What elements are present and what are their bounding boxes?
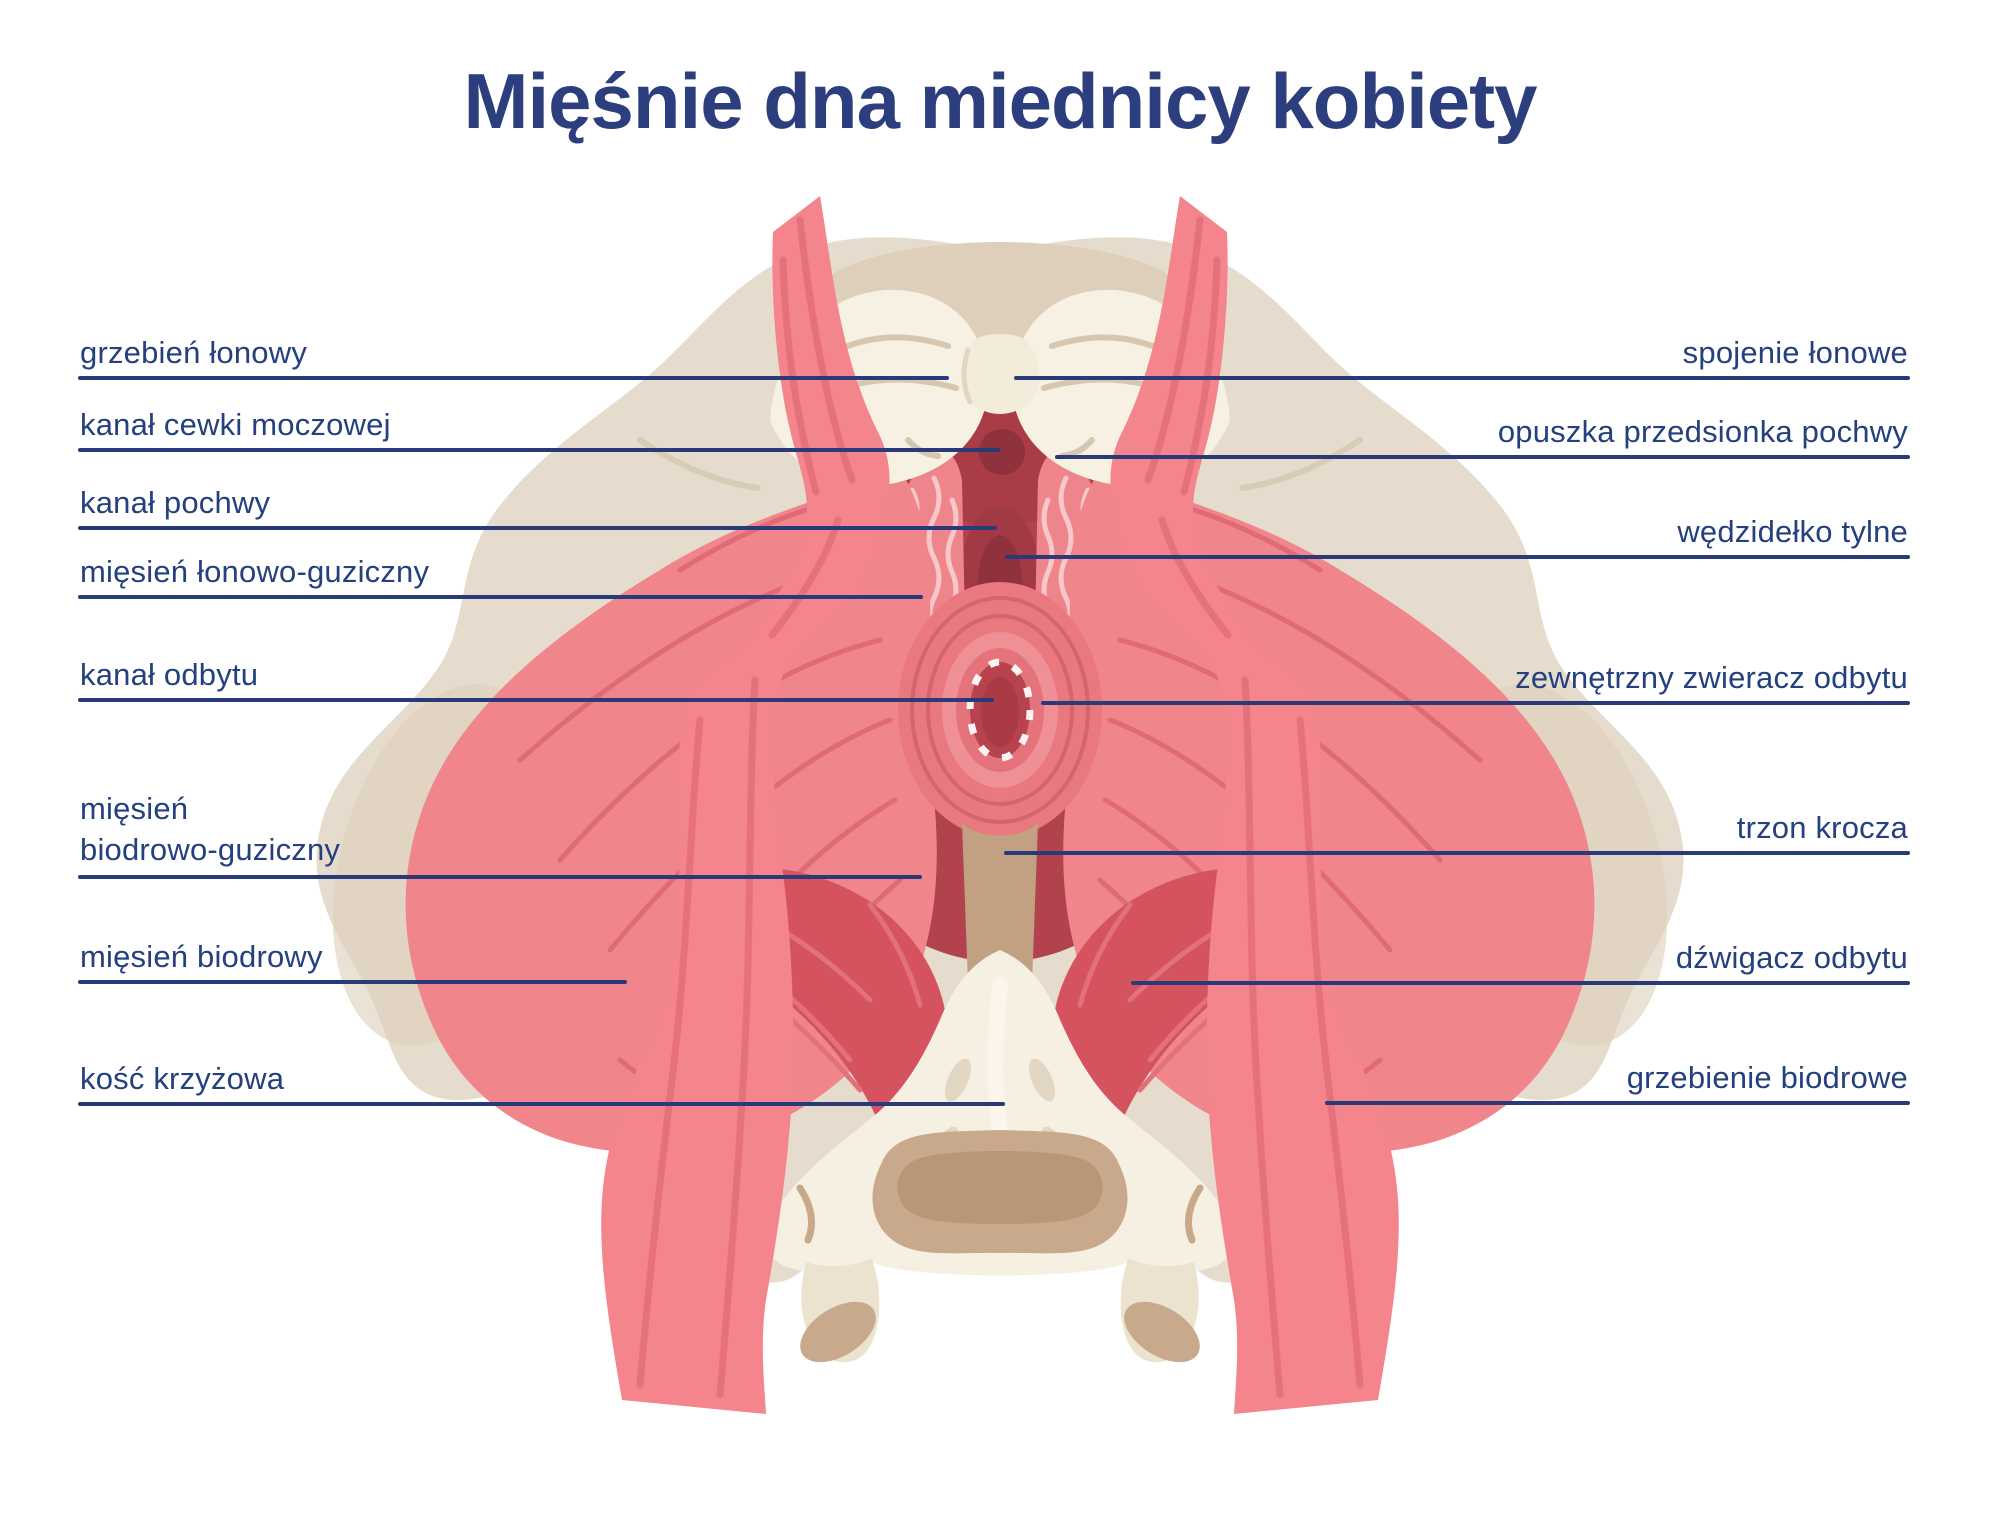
label-grzebienie-biodrowe: grzebienie biodrowe (1626, 1060, 1908, 1095)
label-kanal-pochwy: kanał pochwy (80, 485, 271, 520)
urethral-opening (979, 429, 1025, 475)
bulb-wave-line (926, 475, 942, 631)
front-group-left (601, 196, 989, 1414)
label-spojenie-lonowe: spojenie łonowe (1682, 335, 1908, 370)
label-kanal-cewki-moczowej: kanał cewki moczowej (80, 407, 391, 442)
perineal-body (962, 822, 1038, 995)
label-miesien-lonowo-guziczny: mięsień łonowo-guziczny (80, 554, 430, 589)
leader-lines (78, 376, 1910, 1106)
anus (898, 582, 1102, 838)
label-zewnetrzny-zwieracz: zewnętrzny zwieracz odbytu (1515, 660, 1908, 695)
strap-stripes (636, 216, 856, 1399)
label-miesien-biodrowo-guziczny: mięsień biodrowo-guziczny (80, 791, 341, 868)
coccyx-inner (897, 1151, 1103, 1224)
pubic-symphysis (960, 334, 1040, 414)
label-kanal-odbytu: kanał odbytu (80, 657, 259, 692)
sacrum-ridge (987, 977, 1008, 1138)
bulb-wave-line (945, 497, 959, 611)
muscle-strap (601, 196, 890, 1414)
label-grzebien-lonowy: grzebień łonowy (80, 335, 308, 370)
label-trzon-krocza: trzon krocza (1736, 810, 1908, 845)
label-miesien-biodrowy: mięsień biodrowy (80, 939, 323, 974)
bone-detail-stroke-right (1239, 437, 1363, 491)
page-title: Mięśnie dna miednicy kobiety (463, 57, 1538, 145)
sciatic-notch-left (796, 1184, 816, 1244)
ischial-tip (800, 1301, 876, 1363)
label-wedzidelko-tylne: wędzidełko tylne (1677, 514, 1908, 549)
pubic-symphysis-shade (961, 347, 973, 405)
label-dzwigacz-odbytu: dźwigacz odbytu (1675, 940, 1908, 975)
sciatic-notch-right (1184, 1184, 1204, 1244)
label-opuszka-przedsionka: opuszka przedsionka pochwy (1497, 414, 1908, 449)
label-kosc-krzyzowa: kość krzyżowa (80, 1061, 285, 1096)
